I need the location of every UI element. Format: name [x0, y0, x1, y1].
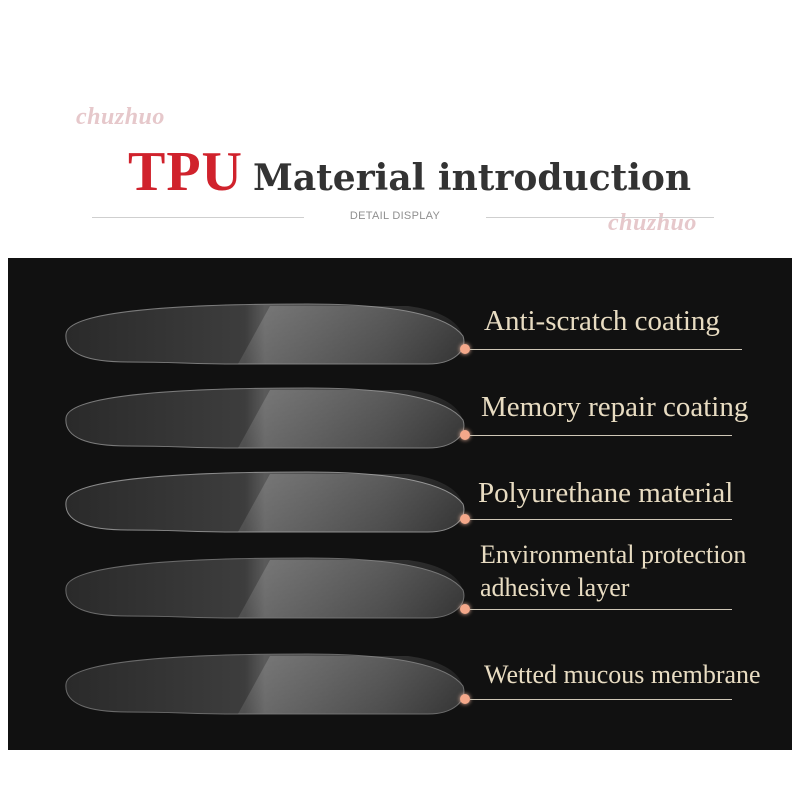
layer-label-adhesive: Environmental protection adhesive layer: [480, 538, 746, 604]
film-layer-3: [65, 471, 465, 533]
title-divider-left: [92, 217, 304, 218]
layer-leader-5: [470, 699, 732, 700]
film-layer-5: [65, 653, 465, 715]
page-subtitle: DETAIL DISPLAY: [349, 210, 441, 222]
layer-leader-2: [470, 435, 732, 436]
film-layers-illustration: [65, 303, 465, 715]
layer-diagram-panel: Anti-scratch coating Memory repair coati…: [8, 258, 792, 750]
watermark-chuzhuo: chuzhuo: [608, 210, 697, 236]
film-layer-4: [65, 557, 465, 619]
title-accent: TPU: [128, 141, 243, 203]
title-text: Material introduction: [253, 157, 692, 199]
layer-marker-2: [460, 430, 470, 440]
layer-leader-1: [470, 349, 742, 350]
layer-label-adhesive-line1: Environmental protection: [480, 540, 747, 569]
layer-label-mucous-membrane: Wetted mucous membrane: [484, 660, 761, 689]
film-layer-2: [65, 387, 465, 449]
layer-leader-4: [470, 609, 732, 610]
layer-leader-3: [470, 519, 732, 520]
watermark-chuzhuo: chuzhuo: [76, 104, 165, 130]
title-divider-right: [486, 217, 714, 218]
layer-label-polyurethane: Polyurethane material: [478, 477, 734, 509]
layer-marker-4: [460, 604, 470, 614]
layer-marker-1: [460, 344, 470, 354]
layer-marker-3: [460, 514, 470, 524]
layer-label-memory-repair: Memory repair coating: [481, 391, 749, 423]
film-layer-1: [65, 303, 465, 365]
layer-label-anti-scratch: Anti-scratch coating: [484, 305, 720, 337]
layer-marker-5: [460, 694, 470, 704]
layer-label-adhesive-line2: adhesive layer: [480, 573, 630, 602]
